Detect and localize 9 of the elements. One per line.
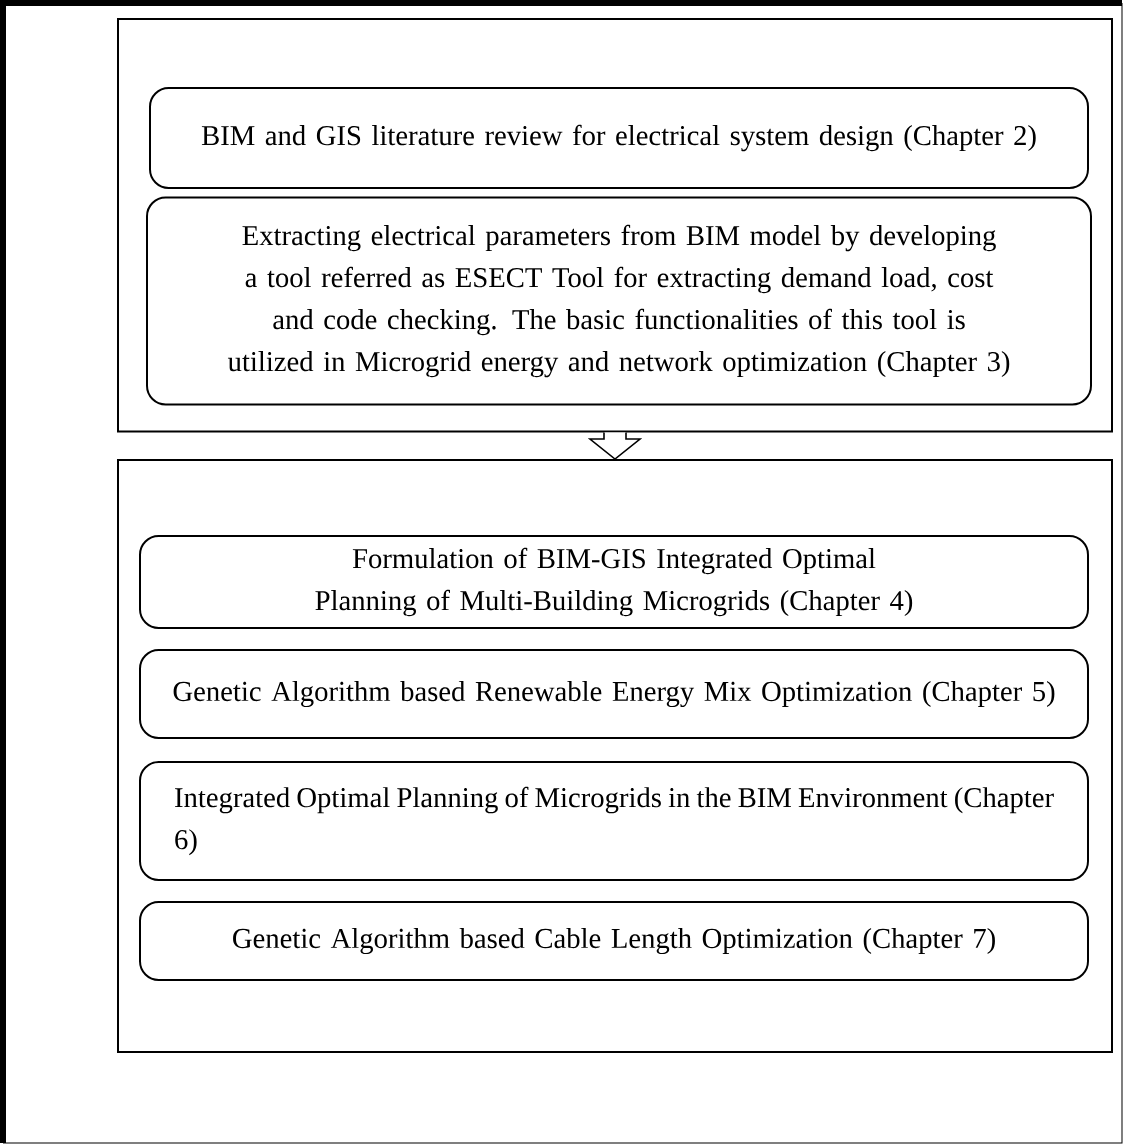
rounded-box: BIM and GIS literature review for electrical system design (Chapter 2)	[149, 87, 1089, 189]
container-box	[117, 17, 1113, 433]
rounded-box: Genetic Algorithm based Cable Length Optimization (Chapter 7)	[139, 901, 1089, 981]
rounded-box: Extracting electrical parameters from BIM model by developing a tool referred as ESECT Tool for extracting demand load, cost and code checking. The basic functionalities of this tool is utilized in Microgrid energy and network optimization (Chapter 3)	[146, 196, 1092, 406]
rounded-box: Formulation of BIM-GIS Integrated Optimal Planning of Multi-Building Microgrids (Chapter 4)	[139, 535, 1089, 629]
rounded-box: Genetic Algorithm based Renewable Energy Mix Optimization (Chapter 5)	[139, 649, 1089, 739]
rounded-box: Integrated Optimal Planning of Microgrids in the BIM Environment (Chapter 6)	[139, 761, 1089, 881]
container-box	[117, 459, 1113, 1053]
block-arrow	[587, 431, 643, 461]
